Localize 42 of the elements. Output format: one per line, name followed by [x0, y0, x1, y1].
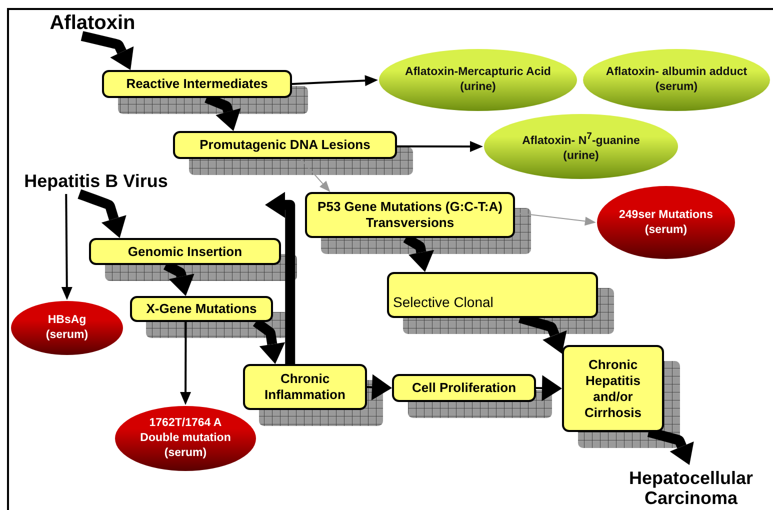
node-label: HBsAg (serum) [44, 313, 90, 343]
node-label: X-Gene Mutations [146, 301, 257, 317]
arrow [292, 75, 378, 86]
biomarker-ellipse [114, 405, 257, 472]
node-label: Chronic Hepatitis and/or Cirrhosis [583, 356, 643, 420]
node-label: Chronic Inflammation [264, 371, 346, 403]
biomarker-ellipse [582, 48, 771, 112]
biomarker-ellipse [596, 185, 736, 260]
arrow [180, 322, 192, 405]
process-box [562, 345, 664, 432]
node-label: 1762T/1764 A Double mutation (serum) [139, 416, 232, 461]
process-box [305, 192, 515, 238]
node-label: P53 Gene Mutations (G:C-T:A) Transversions [316, 199, 504, 231]
node-label: 249ser Mutations (serum) [618, 208, 714, 238]
source-label: Aflatoxin [40, 10, 145, 36]
arrow [61, 194, 72, 300]
process-box [387, 272, 598, 318]
thick-arrow [265, 192, 296, 364]
source-label: Hepatitis B Virus [13, 168, 179, 194]
arrow [366, 374, 392, 400]
node-label: Aflatoxin-Mercapturic Acid (urine) [404, 65, 552, 95]
process-box [89, 238, 281, 265]
process-box [173, 131, 397, 159]
arrow [300, 158, 330, 192]
process-box [243, 364, 367, 410]
node-label: Reactive Intermediates [126, 76, 268, 92]
node-label: Promutagenic DNA Lesions [200, 137, 370, 153]
process-box [392, 374, 536, 402]
thick-arrow [78, 189, 126, 238]
process-box [102, 70, 292, 98]
arrow [397, 140, 483, 152]
node-label: Aflatoxin- N$^{7}$-guanine (urine) [521, 130, 641, 164]
node-label: Aflatoxin- albumin adduct (serum) [604, 65, 748, 95]
node-label: Genomic Insertion [128, 244, 242, 260]
biomarker-ellipse [10, 300, 124, 356]
node-label: Selective Clonal [393, 294, 494, 310]
process-box [130, 296, 273, 322]
biomarker-ellipse [378, 48, 578, 112]
arrow [536, 375, 562, 402]
node-label: Cell Proliferation [412, 380, 516, 396]
biomarker-ellipse [483, 113, 679, 180]
source-label: Hepatocellular Carcinoma [612, 465, 770, 510]
